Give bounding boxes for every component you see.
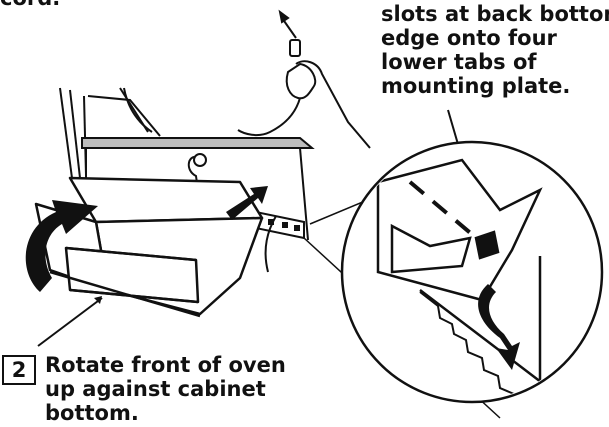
- leader-line-bottom: [37, 297, 103, 347]
- push-arrow-icon: [226, 186, 268, 220]
- caption-top-right: slots at back bottom edge onto four lowe…: [381, 2, 609, 98]
- curved-rotation-arrow-icon: [25, 200, 98, 292]
- cabinet-bottom: [81, 137, 315, 149]
- magnified-detail: [340, 140, 604, 404]
- step-number-badge: 2: [2, 355, 36, 385]
- down-arrow-icon: [478, 284, 520, 370]
- wall-cabinet: [59, 87, 161, 179]
- microwave-oven: [34, 176, 264, 318]
- hand-holding-cord: [237, 9, 371, 149]
- caption-bottom: Rotate front of oven up against cabinet …: [45, 353, 286, 425]
- caption-top-left: cord.: [0, 0, 60, 10]
